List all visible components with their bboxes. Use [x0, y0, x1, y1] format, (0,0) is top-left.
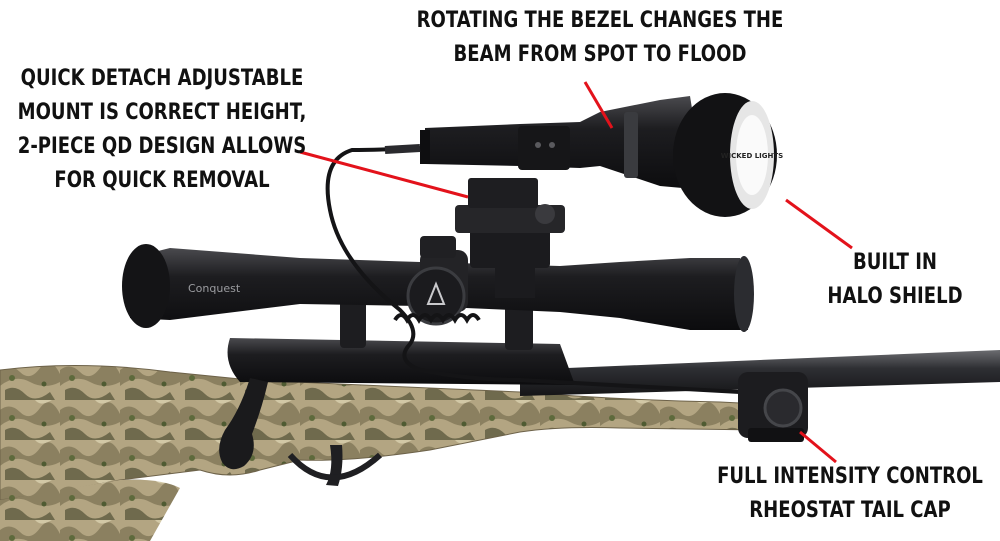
callout-line-halo: [785, 198, 853, 250]
caption-mount-line-3: 2-PIECE QD DESIGN ALLOWS: [17, 134, 307, 159]
bezel-ring: [624, 112, 638, 178]
caption-rheostat-line-1: FULL INTENSITY CONTROL: [717, 464, 983, 489]
caption-bezel: ROTATING THE BEZEL CHANGES THE BEAM FROM…: [411, 4, 788, 72]
caption-halo-line-2: HALO SHIELD: [827, 284, 963, 309]
caption-halo-line-1: BUILT IN: [852, 250, 938, 275]
callout-line-mount: [299, 150, 469, 199]
bolt-handle: [219, 378, 268, 470]
caption-bezel-line-1: ROTATING THE BEZEL CHANGES THE: [416, 8, 784, 33]
qd-mount-base: [470, 228, 550, 268]
caption-mount-line-2: MOUNT IS CORRECT HEIGHT,: [17, 100, 307, 125]
caption-bezel-line-2: BEAM FROM SPOT TO FLOOD: [453, 42, 747, 67]
caption-mount: QUICK DETACH ADJUSTABLE MOUNT IS CORRECT…: [6, 62, 318, 198]
caption-halo: BUILT IN HALO SHIELD: [817, 246, 973, 314]
caption-rheostat-line-2: RHEOSTAT TAIL CAP: [749, 498, 951, 523]
callout-line-rheostat: [799, 430, 837, 464]
caption-mount-line-1: QUICK DETACH ADJUSTABLE: [20, 66, 304, 91]
caption-mount-line-4: FOR QUICK REMOVAL: [54, 168, 270, 193]
rifle-stock: [0, 364, 761, 501]
caption-rheostat: FULL INTENSITY CONTROL RHEOSTAT TAIL CAP: [715, 460, 986, 528]
rheostat-cable: [325, 146, 741, 394]
scope-brand-text: Conquest: [188, 282, 241, 295]
light-logo-text: WICKED LIGHTS: [721, 152, 783, 160]
rifle-receiver: [227, 338, 576, 385]
scope-eyepiece: [122, 244, 170, 328]
callout-line-bezel: [583, 81, 614, 129]
scope-parallax-turret: [406, 266, 466, 326]
